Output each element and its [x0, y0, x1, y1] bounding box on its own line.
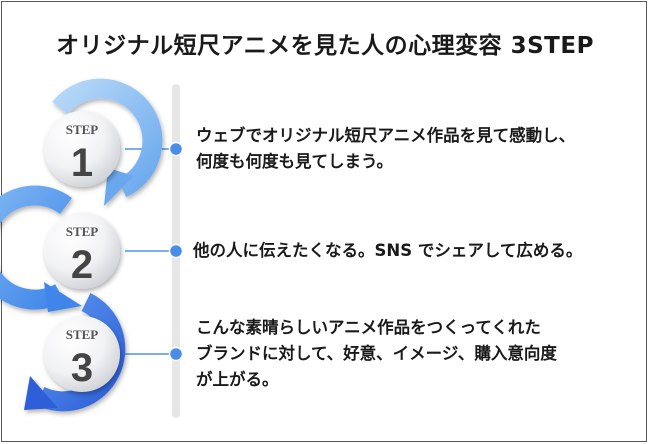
step2-line-1: 他の人に伝えたくなる。SNS でシェアして広める。: [193, 241, 583, 260]
timeline-dot-1: [168, 141, 184, 157]
step1-line-2: 何度も何度も見てしまう。: [196, 152, 394, 171]
step3-number: 3: [71, 346, 93, 390]
step3-line-3: が上がる。: [196, 370, 279, 389]
step1-number: 1: [71, 141, 93, 185]
step1-badge: STEP 1: [44, 111, 120, 187]
page-title: オリジナル短尺アニメを見た人の心理変容 3STEP: [56, 33, 594, 59]
step1-label: STEP: [66, 122, 99, 137]
step3-label: STEP: [66, 327, 99, 342]
step1-line-1: ウェブでオリジナル短尺アニメ作品を見て感動し、: [196, 126, 576, 145]
step3-line-2: ブランドに対して、好意、イメージ、購入意向度: [196, 344, 557, 363]
step2-label: STEP: [66, 224, 99, 239]
step3-line-1: こんな素晴らしいアニメ作品をつくってくれた: [196, 318, 541, 337]
step2-arrow-icon: [0, 185, 82, 312]
step3-description: こんな素晴らしいアニメ作品をつくってくれた ブランドに対して、好意、イメージ、購…: [196, 315, 557, 393]
timeline-dot-2: [168, 243, 184, 259]
step2-number: 2: [71, 243, 93, 287]
step1-description: ウェブでオリジナル短尺アニメ作品を見て感動し、 何度も何度も見てしまう。: [196, 123, 575, 175]
step2-description: 他の人に伝えたくなる。SNS でシェアして広める。: [193, 238, 582, 264]
step1-arrow-icon: [52, 78, 163, 206]
step3-badge: STEP 3: [44, 316, 120, 392]
timeline-dot-3: [168, 346, 184, 362]
step2-badge: STEP 2: [44, 213, 120, 289]
